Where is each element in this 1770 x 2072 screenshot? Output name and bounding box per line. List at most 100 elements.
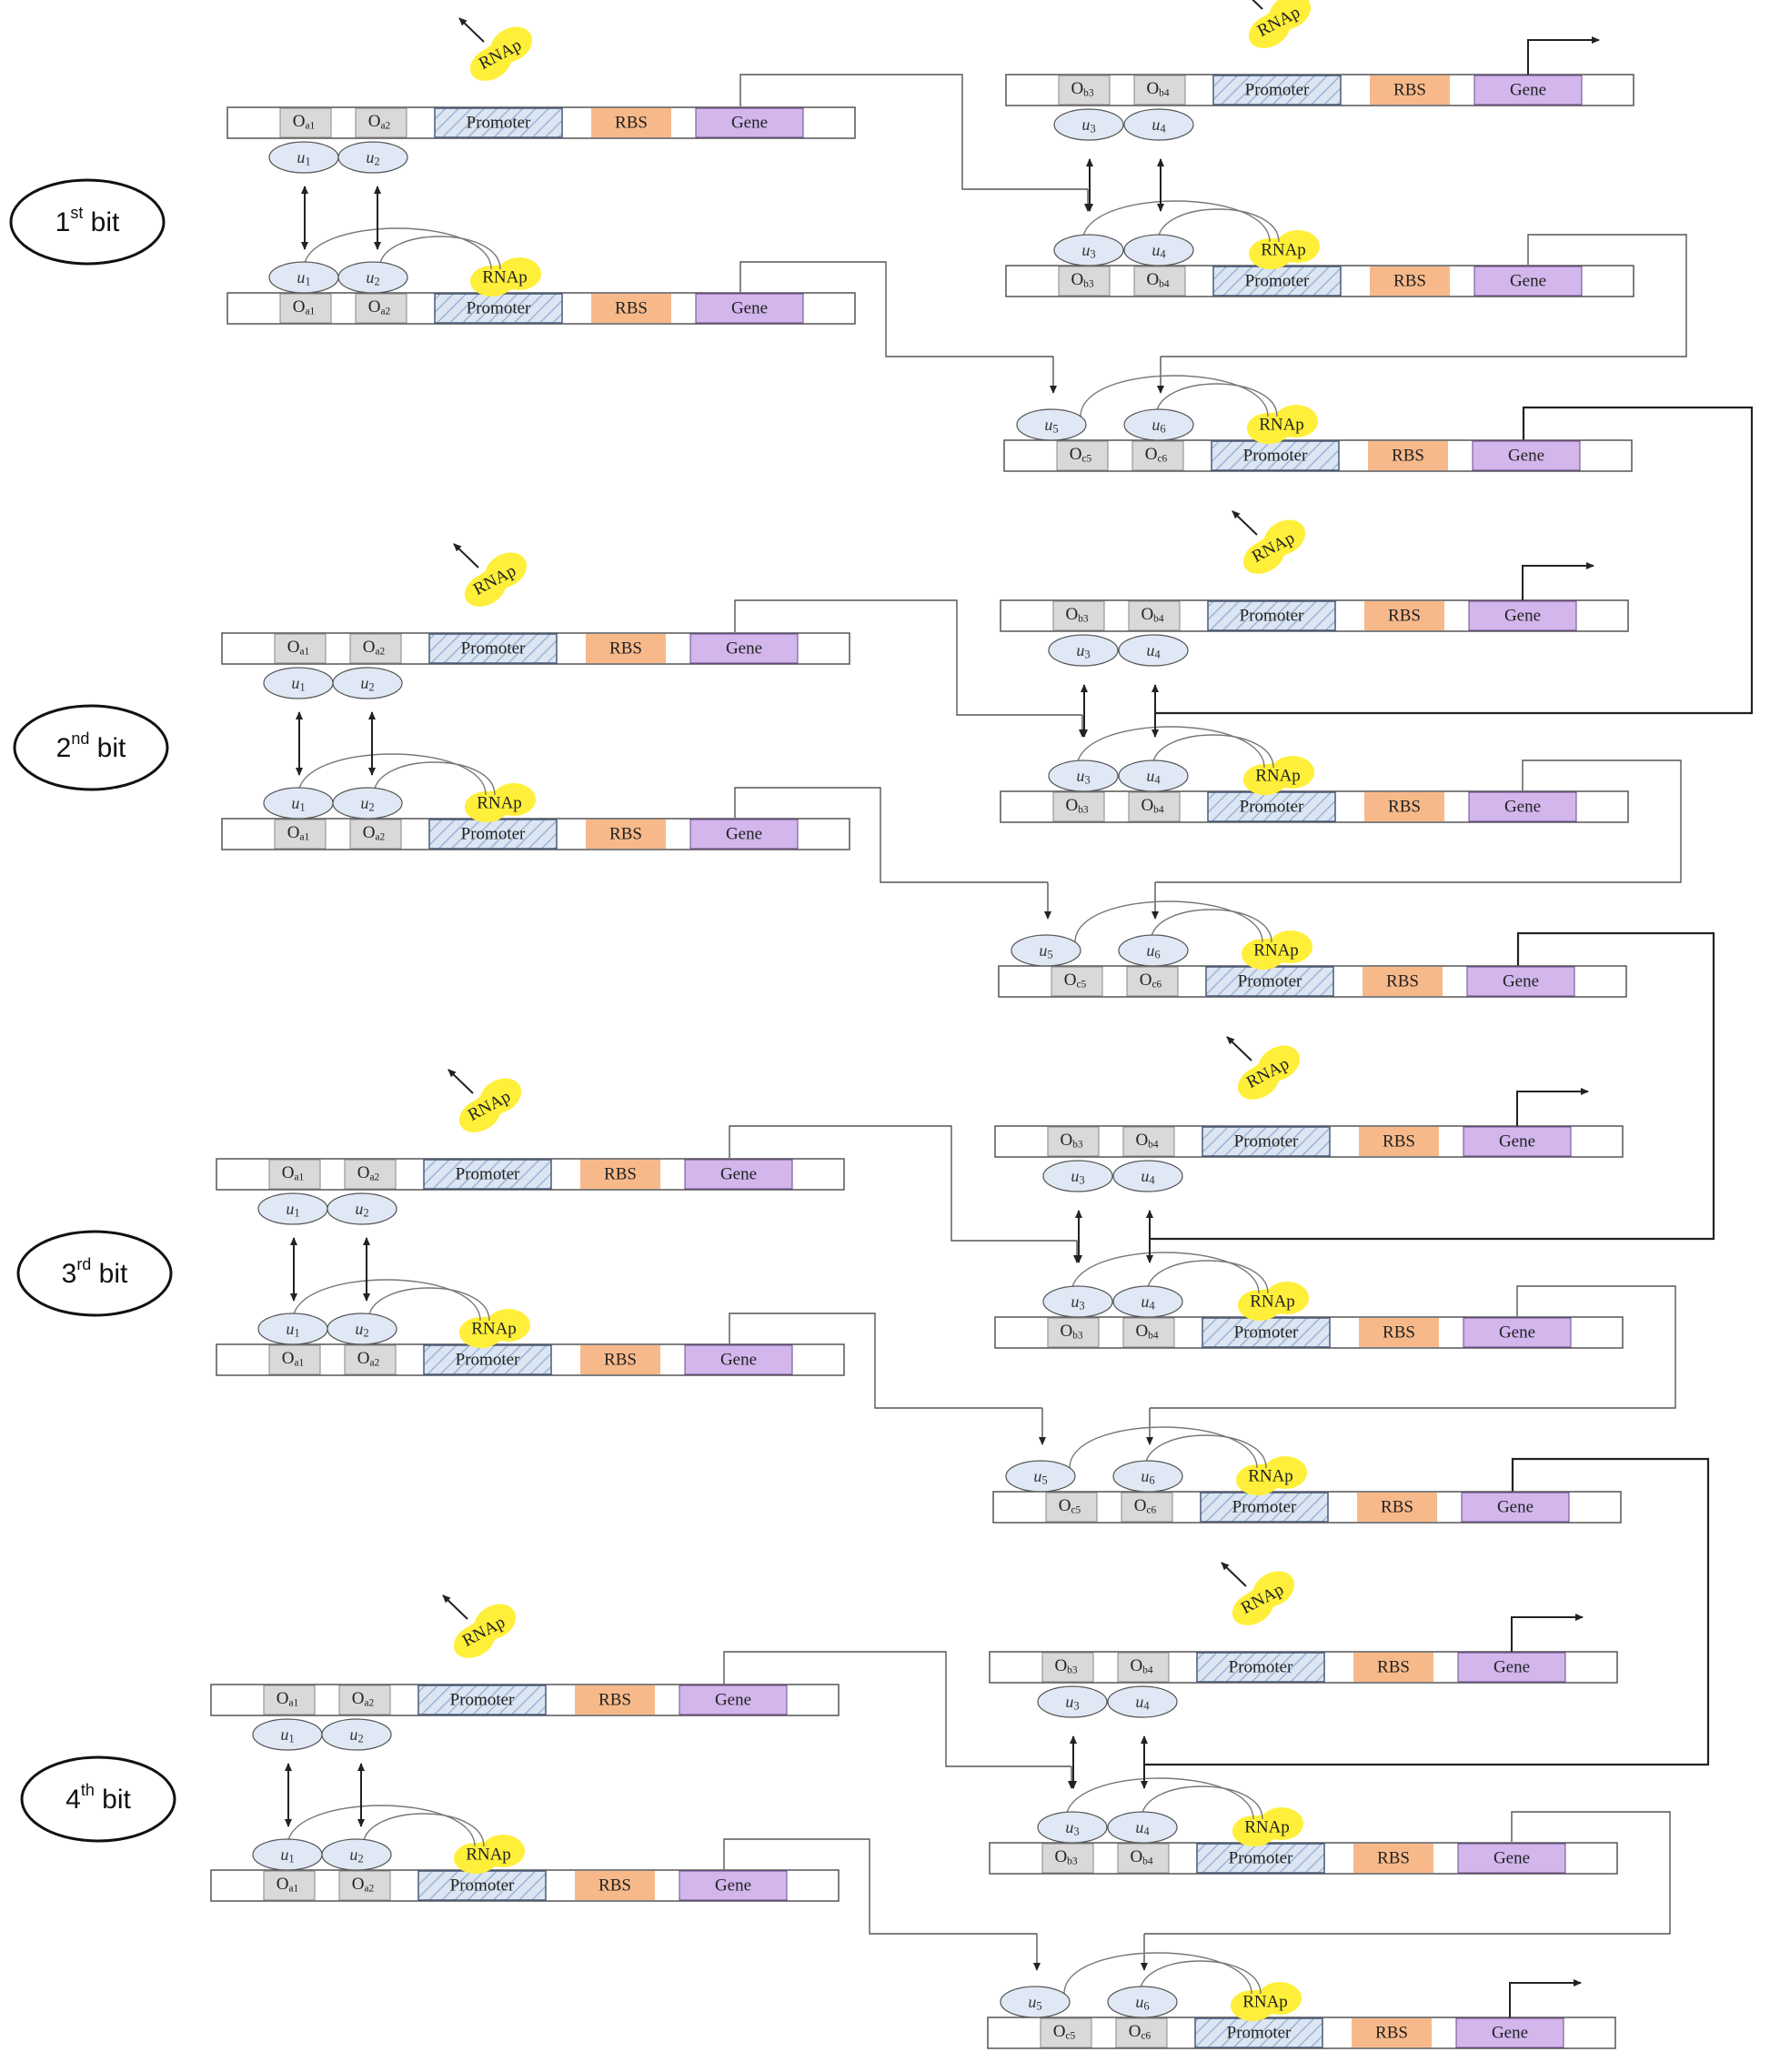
- protein-label: u5: [1044, 416, 1058, 436]
- protein-label: u2: [360, 794, 374, 814]
- protein-label: u5: [1033, 1467, 1047, 1487]
- operator-label: Oa1: [277, 1689, 299, 1709]
- promoter-label: Promoter: [456, 1165, 520, 1184]
- interaction-arc: [1146, 1260, 1269, 1294]
- protein-label: u2: [366, 268, 379, 288]
- rbs-box: [586, 634, 666, 663]
- rbs-box: [1357, 1493, 1437, 1522]
- operator-label: Oa2: [357, 1163, 380, 1183]
- protein: [337, 141, 408, 174]
- operator-box: [1117, 1652, 1170, 1683]
- protein-label: u1: [297, 268, 310, 288]
- protein: [321, 1838, 392, 1871]
- protein: [1107, 1685, 1178, 1718]
- operator-box: [1131, 440, 1184, 471]
- operator-box: [1133, 75, 1186, 106]
- operator-label: Oa2: [363, 638, 386, 658]
- rnap-blob: [1240, 1815, 1294, 1840]
- gene-label: Gene: [1508, 447, 1544, 466]
- protein: [327, 1192, 397, 1225]
- promoter-label: Promoter: [450, 1876, 515, 1896]
- gene-label: Gene: [1510, 272, 1546, 291]
- link-line: [739, 261, 1053, 357]
- promoter-box: [423, 1344, 552, 1375]
- operator-label: Ob4: [1146, 79, 1169, 99]
- bit-oval: [20, 1755, 176, 1843]
- gene-label: Gene: [1493, 1849, 1530, 1868]
- protein-label: u1: [280, 1725, 294, 1745]
- operator-label: Oa2: [352, 1875, 375, 1895]
- promoter-box: [1202, 1317, 1331, 1348]
- gene-box: [1468, 600, 1577, 631]
- operator-box: [1128, 791, 1181, 822]
- operator-box: [279, 107, 332, 138]
- operator-box: [1047, 1126, 1100, 1157]
- operator-box: [1052, 791, 1105, 822]
- promoter-box: [1196, 1843, 1325, 1874]
- interaction-arc: [303, 227, 492, 270]
- rbs-label: RBS: [615, 114, 648, 133]
- protein: [1037, 1811, 1108, 1844]
- promoter-box: [428, 819, 558, 850]
- rnap-label: RNAp: [466, 1846, 511, 1865]
- link-line: [723, 1651, 1071, 1767]
- gene-label: Gene: [715, 1876, 751, 1896]
- interaction-arc: [1139, 1960, 1262, 1995]
- operator-label: Ob3: [1060, 1131, 1082, 1151]
- operator-box: [279, 293, 332, 324]
- protein-label: u3: [1065, 1693, 1079, 1713]
- output-arrow: [1522, 562, 1594, 600]
- gene-box: [679, 1685, 788, 1715]
- rnap-bound: RNAp: [1247, 405, 1318, 444]
- rbs-box: [591, 108, 671, 137]
- link-line: [723, 1838, 1037, 1935]
- protein: [1048, 634, 1119, 667]
- protein: [1112, 1285, 1183, 1318]
- gene-box: [1461, 1492, 1570, 1523]
- rnap-release-arrow: [458, 17, 485, 43]
- gene-label: Gene: [1499, 1323, 1535, 1343]
- operator-box: [1115, 2017, 1168, 2048]
- protein: [1011, 934, 1081, 967]
- promoter-label: Promoter: [1229, 1849, 1293, 1868]
- rnap-label: RNAp: [1259, 416, 1304, 435]
- operator-box: [1122, 1126, 1175, 1157]
- protein-label: u5: [1039, 941, 1052, 961]
- gene-label: Gene: [731, 299, 768, 318]
- operator-box: [1058, 75, 1111, 106]
- interaction-arc: [362, 1813, 485, 1847]
- rbs-box: [1359, 1318, 1439, 1347]
- operator-box: [1041, 1843, 1094, 1874]
- rnap-label: RNAp: [482, 268, 528, 287]
- operator-box: [1126, 966, 1179, 997]
- rnap-release-arrow: [1252, 0, 1263, 10]
- interaction-arc: [1063, 1952, 1252, 1995]
- gene-label: Gene: [1510, 81, 1546, 100]
- rbs-label: RBS: [1383, 1323, 1415, 1343]
- operator-box: [1128, 600, 1181, 631]
- protein-label: u4: [1152, 241, 1166, 261]
- gene-box: [1473, 75, 1583, 106]
- gene-label: Gene: [726, 825, 762, 844]
- bit-text: 2nd bit: [56, 729, 126, 763]
- link-line: [1155, 759, 1682, 883]
- output-arrow: [1527, 36, 1600, 75]
- rnap-blob: [464, 1089, 515, 1123]
- promoter-label: Promoter: [1240, 607, 1304, 626]
- rnap-bound: RNAp: [454, 1835, 525, 1874]
- operator-box: [338, 1685, 391, 1715]
- operator-box: [263, 1870, 316, 1901]
- gene-box: [1457, 1652, 1566, 1683]
- rnap-blob: [467, 1316, 521, 1342]
- promoter-label: Promoter: [1240, 798, 1304, 817]
- rnap-label: RNAp: [477, 794, 522, 813]
- promoter-label: Promoter: [1245, 81, 1310, 100]
- promoter-box: [434, 293, 563, 324]
- rbs-box: [575, 1871, 655, 1900]
- operator-label: Oa2: [357, 1349, 380, 1369]
- rbs-box: [1370, 75, 1450, 105]
- rnap-blob: [1253, 5, 1304, 39]
